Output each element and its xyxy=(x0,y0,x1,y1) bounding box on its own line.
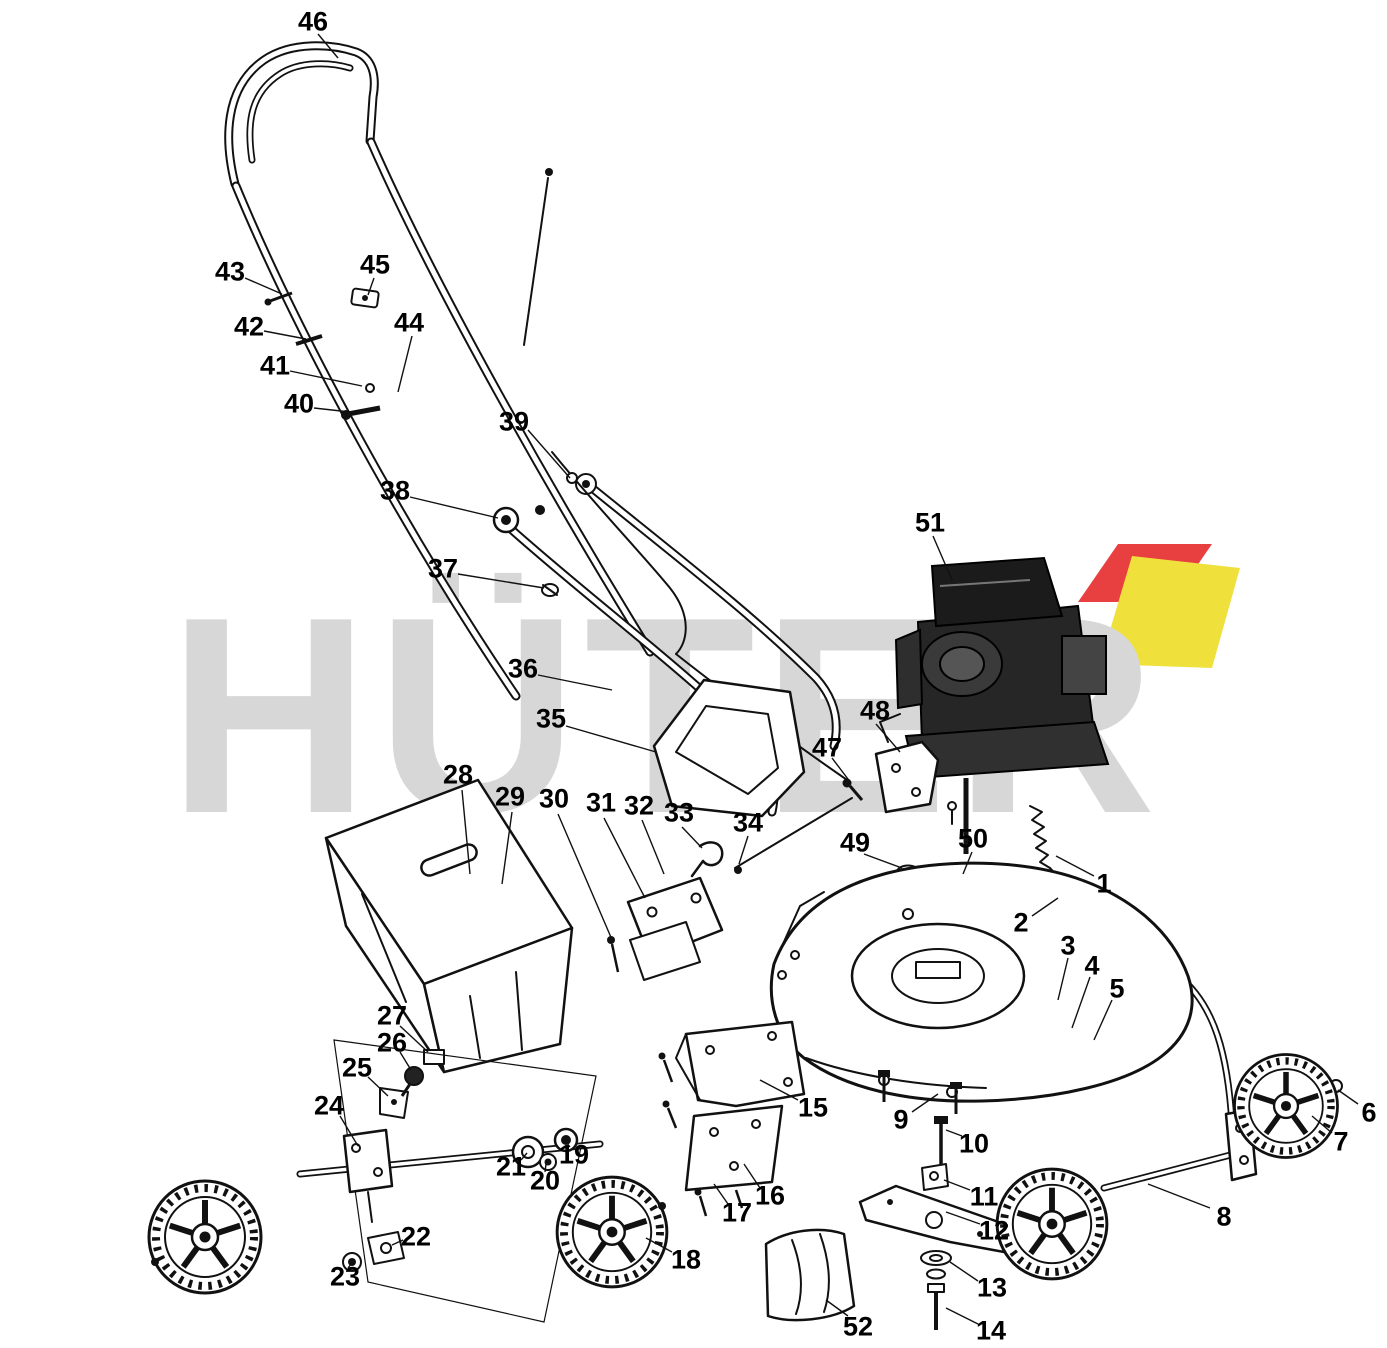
logo-flag-yellow xyxy=(1100,556,1240,668)
line-art xyxy=(149,41,1343,1330)
deflector xyxy=(764,1228,856,1322)
handle-assembly xyxy=(224,41,851,817)
wheel-rear-left xyxy=(997,1169,1107,1279)
engine xyxy=(894,556,1110,854)
lower-brackets xyxy=(658,1020,806,1217)
mower-deck xyxy=(769,861,1194,1103)
wheel-front-right xyxy=(557,1177,667,1287)
grass-bag xyxy=(324,778,574,1074)
rear-cover xyxy=(652,678,806,818)
wheel-rear-right xyxy=(1234,1054,1337,1157)
left-axle-group xyxy=(296,1039,604,1323)
front-bracket-cluster xyxy=(607,797,853,981)
blade-assembly xyxy=(858,1070,1012,1330)
leader-lines xyxy=(244,33,1359,1325)
handle-bracket xyxy=(842,713,957,825)
wheel-front-left xyxy=(149,1181,261,1293)
